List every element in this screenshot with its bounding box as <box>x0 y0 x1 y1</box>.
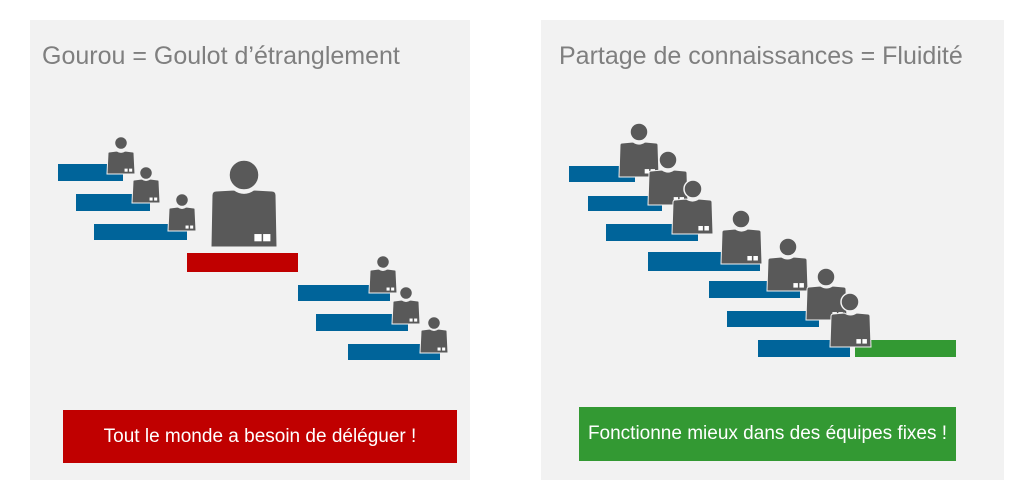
step-bar <box>94 224 187 240</box>
step-bar <box>727 311 819 327</box>
person-icon <box>368 254 398 294</box>
left-banner: Tout le monde a besoin de déléguer ! <box>63 410 457 463</box>
person-icon <box>829 292 872 348</box>
person-icon <box>391 285 421 325</box>
right-panel <box>541 20 1004 480</box>
person-icon <box>671 179 714 235</box>
person-icon <box>210 159 278 248</box>
person-icon <box>805 267 848 321</box>
step-bar <box>316 314 408 331</box>
person-icon <box>647 150 689 206</box>
step-bar <box>298 285 390 301</box>
person-icon <box>131 165 161 204</box>
person-icon <box>618 122 660 178</box>
person-icon <box>419 315 449 354</box>
step-bar <box>58 164 123 181</box>
step-bar <box>348 344 440 360</box>
left-title: Gourou = Goulot d’étranglement <box>42 42 400 70</box>
step-bar <box>76 194 150 211</box>
person-icon <box>167 192 197 232</box>
right-banner: Fonctionne mieux dans des équipes fixes … <box>579 407 956 461</box>
bottleneck-step <box>187 253 298 272</box>
person-icon <box>766 237 809 292</box>
right-title: Partage de connaissances = Fluidité <box>559 42 963 70</box>
person-icon <box>720 209 763 265</box>
left-panel <box>30 20 470 480</box>
person-icon <box>106 135 136 175</box>
step-bar <box>569 166 635 182</box>
flow-step <box>855 340 956 357</box>
step-bar <box>588 196 662 211</box>
step-bar <box>758 340 850 357</box>
